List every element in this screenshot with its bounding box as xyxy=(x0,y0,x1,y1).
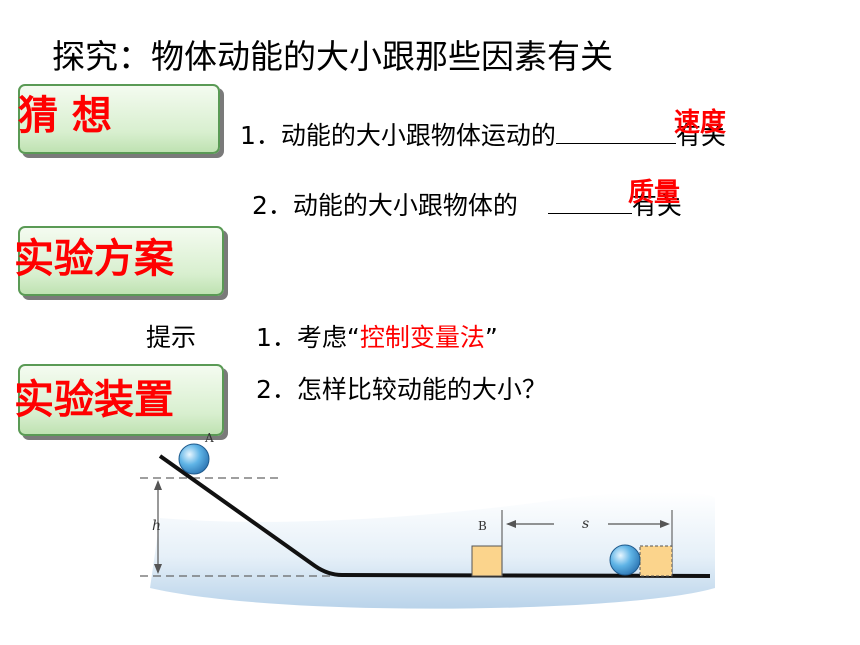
distance-label: s xyxy=(582,516,589,532)
background-shading xyxy=(150,491,715,609)
ball-a xyxy=(178,443,210,475)
hypothesis-2-prefix: 2．动能的大小跟物体的 xyxy=(252,191,518,220)
plan-section-label: 实验方案 xyxy=(14,235,174,282)
apparatus-diagram: h A B s xyxy=(140,431,715,609)
distance-arrow-left xyxy=(506,520,516,528)
hypothesis-1: 1．动能的大小跟物体运动的 有关 xyxy=(240,116,726,152)
hypothesis-1-prefix: 1．动能的大小跟物体运动的 xyxy=(240,121,556,150)
hypothesis-2-suffix: 有关 xyxy=(631,191,682,220)
height-label: h xyxy=(152,518,161,534)
ball-bottom xyxy=(609,544,641,576)
hypothesis-2-answer: 质量 xyxy=(628,178,681,208)
apparatus-section-box xyxy=(18,364,224,436)
plan-section-box xyxy=(18,226,224,296)
hint-1-prefix: 1．考虑“ xyxy=(256,323,360,352)
ramp-track xyxy=(158,454,711,578)
guess-section-box xyxy=(18,84,220,154)
height-arrow-top xyxy=(154,480,162,490)
block-b-label: B xyxy=(478,519,487,533)
apparatus-section-label: 实验装置 xyxy=(14,376,174,423)
hint-label: 提示 xyxy=(146,323,197,352)
block-end-position xyxy=(639,545,673,577)
block-b xyxy=(471,545,503,577)
ball-a-label: A xyxy=(204,431,214,445)
hypothesis-1-blank xyxy=(555,117,676,144)
distance-arrow-right xyxy=(660,520,670,528)
hint-1-keyword: 控制变量法 xyxy=(359,323,485,352)
hint-1: 1．考虑“控制变量法” xyxy=(256,318,498,354)
hypothesis-1-suffix: 有关 xyxy=(675,121,726,150)
hypothesis-1-answer: 速度 xyxy=(674,108,727,138)
hint-2: 2．怎样比较动能的大小？ xyxy=(256,375,547,404)
hypothesis-2-blank xyxy=(547,187,632,214)
hypothesis-2: 2．动能的大小跟物体的 有关 xyxy=(252,186,682,222)
height-arrow-bottom xyxy=(154,564,162,574)
page-title: 探究：物体动能的大小跟那些因素有关 xyxy=(52,37,613,76)
hint-1-suffix: ” xyxy=(484,323,498,352)
guess-section-label: 猜 想 xyxy=(18,92,112,139)
